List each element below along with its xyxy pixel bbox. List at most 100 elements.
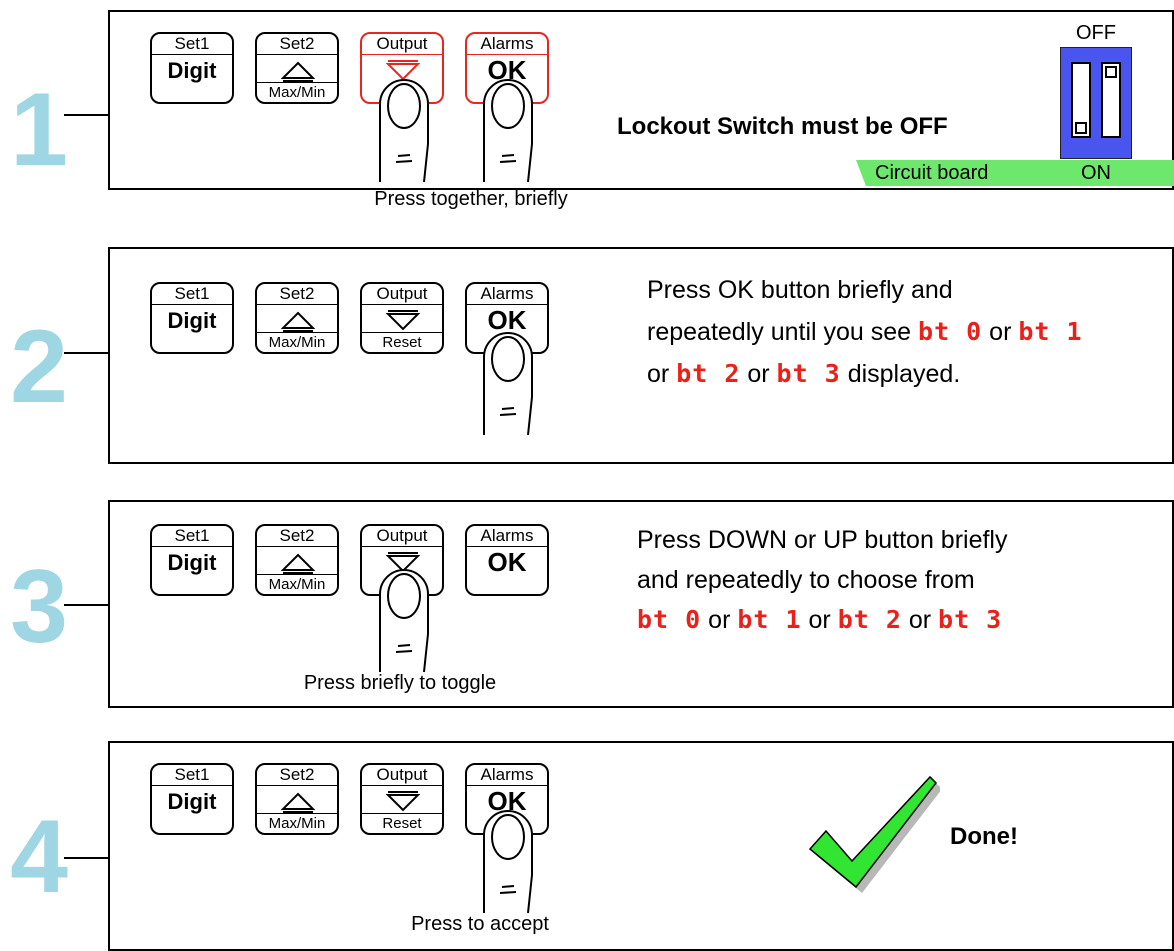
step-2-line-3: or bt 2 or bt 3 displayed. [647, 353, 1167, 395]
step-number-4: 4 [10, 799, 68, 915]
circuit-board-label: Circuit board [875, 162, 989, 184]
maxmin-label: Max/Min [257, 574, 337, 594]
text-span: or [647, 360, 677, 388]
segment-code-bt3: bt 3 [938, 605, 1003, 634]
reset-label: Reset [362, 813, 442, 833]
maxmin-label: Max/Min [257, 82, 337, 102]
set2-label: Set2 [257, 34, 337, 55]
finger-pressing-icon [483, 332, 533, 436]
down-arrow-icon [386, 310, 420, 331]
maxmin-label: Max/Min [257, 813, 337, 833]
step-3-line-2: and repeatedly to choose from [637, 566, 975, 594]
set1-digit-button[interactable]: Set1 Digit [150, 763, 234, 835]
set1-label: Set1 [152, 526, 232, 547]
step-number-1: 1 [10, 72, 68, 188]
alarms-ok-button[interactable]: Alarms OK [465, 282, 549, 354]
output-label: Output [362, 526, 442, 547]
up-arrow-icon [281, 61, 315, 82]
segment-code-bt2: bt 2 [837, 605, 902, 634]
step-3-instruction: Press DOWN or UP button briefly and repe… [637, 520, 1167, 640]
up-arrow-icon [281, 553, 315, 574]
digit-label: Digit [167, 308, 217, 333]
set2-up-button[interactable]: Set2 Max/Min [255, 524, 339, 596]
step-2-line-1: Press OK button briefly and [647, 276, 953, 304]
text-span: repeatedly until you see [647, 318, 919, 346]
down-arrow-icon [386, 60, 420, 81]
maxmin-label: Max/Min [257, 332, 337, 352]
segment-code-bt1: bt 1 [737, 605, 802, 634]
finger-pressing-icon [483, 79, 533, 183]
segment-code-bt2: bt 2 [676, 359, 741, 388]
ok-label: OK [487, 547, 527, 577]
set2-label: Set2 [257, 284, 337, 305]
text-span: displayed. [840, 360, 961, 388]
alarms-label: Alarms [467, 284, 547, 305]
text-span: or [901, 606, 939, 634]
set2-up-button[interactable]: Set2 Max/Min [255, 282, 339, 354]
text-span: or [740, 360, 777, 388]
down-arrow-icon [386, 552, 420, 573]
ok-label: OK [487, 305, 527, 335]
step-2-instruction: Press OK button briefly and repeatedly u… [647, 269, 1167, 395]
up-arrow-icon [281, 792, 315, 813]
set2-label: Set2 [257, 765, 337, 786]
step-4-caption: Press to accept [411, 913, 549, 935]
alarms-label: Alarms [467, 526, 547, 547]
step-leader-line [64, 114, 109, 116]
step-2-panel: Set1 Digit Set2 Max/Min Output Reset Ala… [108, 247, 1174, 464]
step-number-3: 3 [10, 549, 68, 665]
alarms-ok-button[interactable]: Alarms OK [465, 524, 549, 596]
alarms-label: Alarms [467, 765, 547, 786]
switch-on-label: ON [1081, 162, 1111, 184]
step-2-line-2: repeatedly until you see bt 0 or bt 1 [647, 311, 1167, 353]
set1-digit-button[interactable]: Set1 Digit [150, 32, 234, 104]
output-down-button[interactable]: Output Reset [360, 763, 444, 835]
set2-label: Set2 [257, 526, 337, 547]
output-down-button[interactable]: Output Reset [360, 282, 444, 354]
digit-label: Digit [167, 550, 217, 575]
digit-label: Digit [167, 789, 217, 814]
set1-label: Set1 [152, 34, 232, 55]
step-4-panel: Set1 Digit Set2 Max/Min Output Reset Ala… [108, 741, 1174, 951]
switch-off-label: OFF [1076, 22, 1116, 44]
lockout-instruction: Lockout Switch must be OFF [617, 113, 948, 140]
set1-label: Set1 [152, 284, 232, 305]
segment-code-bt0: bt 0 [637, 605, 702, 634]
step-3-panel: Set1 Digit Set2 Max/Min Output Alarms OK… [108, 500, 1174, 708]
step-1-panel: Set1 Digit Set2 Max/Min Output Alarms OK… [108, 10, 1174, 210]
finger-pressing-icon [483, 810, 533, 914]
step-3-line-3: bt 0 or bt 1 or bt 2 or bt 3 [637, 600, 1167, 640]
output-label: Output [362, 284, 442, 305]
step-3-line-1: Press DOWN or UP button briefly [637, 526, 1008, 554]
checkmark-icon [808, 775, 940, 893]
text-span: or [801, 606, 838, 634]
set2-up-button[interactable]: Set2 Max/Min [255, 763, 339, 835]
set1-digit-button[interactable]: Set1 Digit [150, 524, 234, 596]
output-label: Output [362, 34, 442, 55]
lockout-dip-switch[interactable] [1060, 47, 1132, 159]
done-label: Done! [950, 823, 1018, 850]
step-number-2: 2 [10, 309, 68, 425]
segment-code-bt3: bt 3 [776, 359, 841, 388]
step-leader-line [64, 352, 109, 354]
set2-up-button[interactable]: Set2 Max/Min [255, 32, 339, 104]
step-leader-line [64, 857, 109, 859]
set1-label: Set1 [152, 765, 232, 786]
down-arrow-icon [386, 791, 420, 812]
digit-label: Digit [167, 58, 217, 83]
output-down-button[interactable]: Output [360, 32, 444, 104]
step-leader-line [64, 604, 109, 606]
text-span: or [701, 606, 738, 634]
segment-code-bt0: bt 0 [918, 317, 983, 346]
circuit-board [856, 160, 1174, 186]
finger-pressing-icon [379, 569, 429, 673]
segment-code-bt1: bt 1 [1018, 317, 1083, 346]
reset-label: Reset [362, 332, 442, 352]
finger-pressing-icon [379, 79, 429, 183]
text-span: or [982, 318, 1019, 346]
step-1-caption: Press together, briefly [374, 188, 568, 210]
set1-digit-button[interactable]: Set1 Digit [150, 282, 234, 354]
alarms-label: Alarms [467, 34, 547, 55]
output-label: Output [362, 765, 442, 786]
up-arrow-icon [281, 311, 315, 332]
